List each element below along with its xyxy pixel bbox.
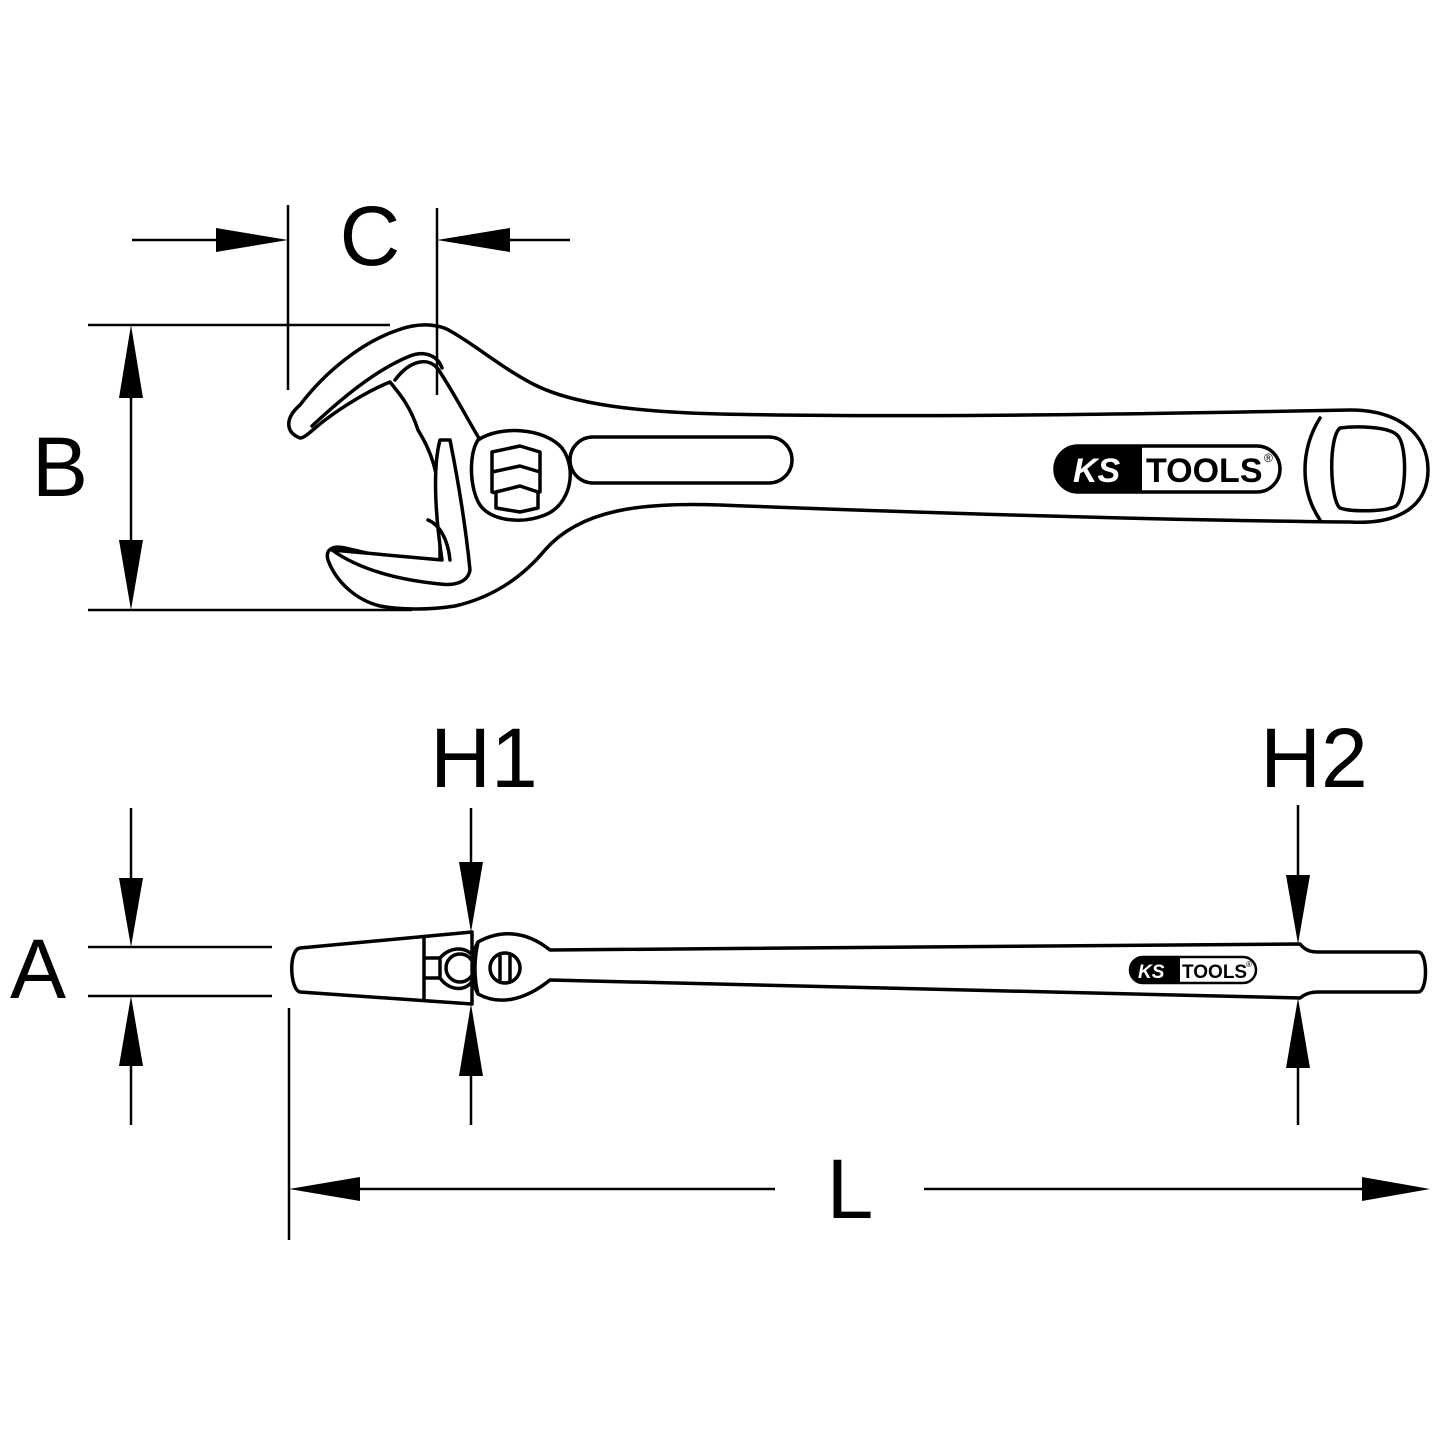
side-jaw-bracket [422, 936, 442, 1002]
dimension-label-h1: H1 [430, 711, 537, 805]
logo-ks-text-side: KS [1138, 962, 1165, 983]
dimension-c: C [132, 189, 570, 395]
logo-registered-side: ® [1246, 960, 1252, 969]
wrench-top-view: KS TOOLS ® [287, 323, 1430, 611]
side-pin-circle [444, 952, 476, 984]
jaw-upper-inner [393, 360, 482, 442]
side-neck-line [473, 940, 480, 996]
handle-slot [568, 435, 794, 485]
dimension-label-a: A [10, 922, 66, 1016]
fixed-jaw-inner-line [310, 351, 444, 428]
side-screw-head [488, 951, 522, 985]
logo-tools-text-side: TOOLS [1182, 962, 1247, 983]
dimension-h1: H1 [430, 711, 538, 1125]
movable-jaw-tooth [426, 518, 452, 562]
dimension-b: B [32, 323, 412, 612]
dimension-l: L [287, 1008, 1430, 1240]
dimension-a: A [10, 808, 272, 1125]
logo-tools-text-top: TOOLS [1146, 452, 1263, 490]
logo-ks-text-top: KS [1073, 452, 1121, 490]
movable-jaw [330, 438, 472, 587]
handle-end-grip-line [1303, 416, 1322, 522]
side-handle-outline [470, 932, 1428, 1002]
adjusting-worm-screw [490, 444, 542, 514]
logo-registered-top: ® [1264, 451, 1273, 465]
side-jaw-section [290, 930, 474, 1006]
dimension-label-l: L [827, 1142, 874, 1236]
dimension-label-h2: H2 [1260, 711, 1367, 805]
ks-tools-logo-side: KS TOOLS ® [1128, 955, 1258, 985]
hanging-hole [1330, 425, 1407, 513]
dimension-h2: H2 [1260, 711, 1368, 1125]
dimension-label-c: C [340, 189, 401, 283]
dimension-label-b: B [32, 420, 88, 514]
ks-tools-logo-top: KS TOOLS ® [1053, 444, 1282, 494]
wrench-side-view: KS TOOLS ® [290, 930, 1428, 1006]
